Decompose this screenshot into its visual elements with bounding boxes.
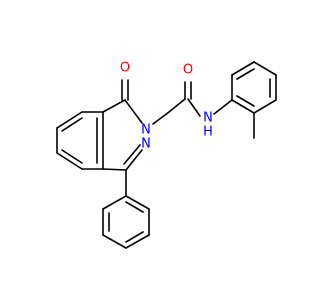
atom-labels: O N N O N H	[120, 61, 213, 152]
bond	[123, 144, 141, 165]
bond	[187, 98, 201, 117]
bond	[236, 68, 255, 80]
carbonyl-oxygen-label: O	[120, 61, 130, 76]
bonds	[56, 61, 277, 249]
bond	[253, 61, 277, 76]
bond	[125, 149, 143, 171]
amide-nitrogen-label: N	[203, 111, 213, 126]
bond	[56, 111, 83, 129]
bond	[102, 99, 126, 113]
bond	[125, 234, 150, 249]
bond	[152, 111, 170, 125]
bond	[102, 195, 127, 210]
structure-canvas: O N N O N H	[56, 61, 277, 249]
bond	[56, 152, 83, 170]
bond	[61, 149, 83, 164]
bond	[102, 168, 127, 171]
bond	[253, 99, 277, 114]
bond	[102, 234, 127, 249]
molecule-diagram: O N N O N H	[56, 61, 277, 249]
amide-hydrogen-label: H	[203, 125, 213, 140]
imine-nitrogen-label: N	[141, 137, 151, 152]
bond	[125, 231, 144, 243]
bond	[124, 99, 143, 124]
bond	[213, 99, 233, 115]
amide-oxygen-label: O	[183, 63, 193, 78]
bond	[236, 95, 255, 107]
bond	[231, 99, 255, 114]
bond	[168, 98, 186, 113]
bond	[231, 61, 255, 76]
bond	[125, 195, 150, 210]
ring-nitrogen-label: N	[141, 123, 151, 138]
bond	[61, 117, 83, 132]
bond	[125, 201, 144, 213]
